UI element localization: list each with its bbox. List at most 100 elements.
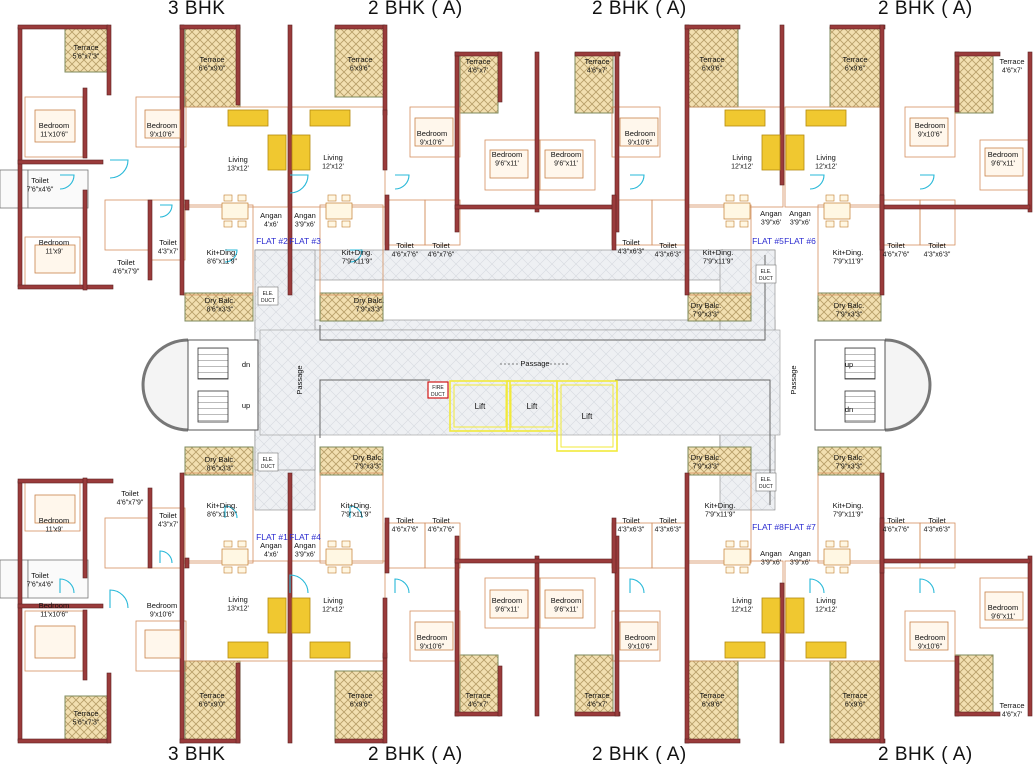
passage-outline (319, 379, 430, 438)
wall-segment (82, 477, 88, 579)
toilet-area (27, 169, 89, 209)
room-name-label: Angan (789, 209, 811, 218)
room-size-label: 12'x12' (322, 164, 344, 171)
sofa (291, 597, 311, 634)
wall-segment (184, 557, 190, 569)
wall-segment (179, 24, 185, 296)
lift-shaft (556, 380, 618, 452)
room-name-label: Living (323, 596, 343, 605)
room-name-label: Terrace (199, 691, 224, 700)
lift-shaft (449, 380, 511, 432)
room-size-label: 9'6"x11' (554, 607, 578, 614)
wall-segment (611, 517, 617, 574)
terrace-area (574, 52, 614, 114)
room-name-label: Living (732, 153, 752, 162)
room-name-label: Angan (760, 549, 782, 558)
sofa (805, 109, 847, 127)
flat-number-label: FLAT #3 (289, 236, 321, 246)
door-swing (109, 589, 129, 609)
room-name-label: Kit+Ding. (705, 501, 736, 510)
ele-duct (755, 264, 777, 284)
bed (984, 591, 1024, 621)
flat-number-label: FLAT #8 (752, 522, 784, 532)
wall-segment (954, 51, 960, 113)
sofa (724, 109, 766, 127)
room-size-label: 6'x9'6" (845, 66, 866, 73)
room-size-label: 9'x10'6" (420, 644, 445, 651)
wall-segment (17, 480, 23, 742)
wall-segment (879, 472, 885, 744)
chair (327, 194, 337, 202)
room-name-label: Terrace (73, 709, 98, 718)
stair-flight (844, 347, 876, 380)
door-swing (224, 249, 238, 263)
room-size-label: 7'9"x11'9" (342, 259, 373, 266)
room-name-label: Bedroom (915, 633, 945, 642)
wall-segment (454, 204, 616, 210)
wall-segment (384, 517, 390, 574)
sofa (761, 597, 781, 634)
room-size-label: 6'6"x9'0" (199, 702, 226, 709)
passage-outline (615, 379, 771, 505)
room-outline (904, 106, 956, 158)
dining-table (723, 548, 751, 566)
wall-segment (879, 24, 885, 296)
door-swing (289, 574, 309, 594)
flat-number-label: FLAT #6 (784, 236, 816, 246)
wall-segment (235, 24, 241, 106)
wall-segment (287, 24, 293, 296)
door-swing (289, 174, 309, 194)
chair (341, 220, 351, 228)
wall-segment (574, 51, 621, 57)
bed (34, 244, 76, 274)
passage-label-right: Passage (789, 365, 798, 394)
wall-segment (179, 738, 241, 744)
room-size-label: 4'6"x7' (587, 702, 607, 709)
flat-number-label: FLAT #1 (256, 532, 288, 542)
room-size-label: 7'9"x11'9" (705, 512, 736, 519)
door-swing (349, 505, 363, 519)
room-size-label: 7'9"x11'9" (703, 259, 734, 266)
background-layer (0, 26, 1031, 742)
passage-lobby (259, 329, 781, 436)
bed (984, 147, 1024, 177)
room-name-label: Terrace (699, 691, 724, 700)
wall-segment (684, 472, 690, 744)
terrace-area (184, 292, 254, 322)
wall-segment (106, 672, 112, 744)
room-outline (539, 577, 596, 629)
room-size-label: 4'6"x7' (587, 68, 607, 75)
room-size-label: 4'6"x7'6" (392, 527, 419, 534)
bed (544, 589, 584, 619)
room-name-label: Bedroom (39, 601, 69, 610)
ele-duct-label: DUCT (261, 298, 275, 304)
room-size-label: 5'6"x7'3" (73, 54, 100, 61)
lift-car (510, 384, 554, 428)
room-name-label: Kit+Ding. (342, 248, 373, 257)
room-name-label: Toilet (928, 241, 946, 250)
room-name-label: Bedroom (417, 633, 447, 642)
room-size-label: 4'6"x7'6" (883, 527, 910, 534)
bed (909, 117, 949, 147)
flat-number-label: FLAT #4 (289, 532, 321, 542)
wall-segment (287, 472, 293, 744)
room-size-label: 9'x10'6" (918, 644, 943, 651)
toilet-area (0, 169, 29, 209)
wall-segment (1027, 51, 1033, 213)
wall-segment (454, 558, 616, 564)
room-size-label: 8'6"x3'3" (207, 307, 234, 314)
room-name-label: Living (228, 595, 248, 604)
room-name-label: Dry Balc. (691, 453, 721, 462)
room-outline (409, 610, 461, 662)
stair-flight (197, 347, 229, 380)
room-size-label: 4'6"x7'9" (113, 269, 140, 276)
room-name-label: Toilet (622, 238, 640, 247)
wall-segment (684, 738, 741, 744)
room-size-label: 4'6"x7' (1002, 68, 1022, 75)
room-size-label: 9'x10'6" (628, 644, 653, 651)
lift-car (453, 384, 507, 428)
wall-segment (184, 199, 190, 211)
flat-number-label: FLAT #5 (752, 236, 784, 246)
wall-segment (17, 24, 109, 30)
room-name-label: Terrace (842, 55, 867, 64)
